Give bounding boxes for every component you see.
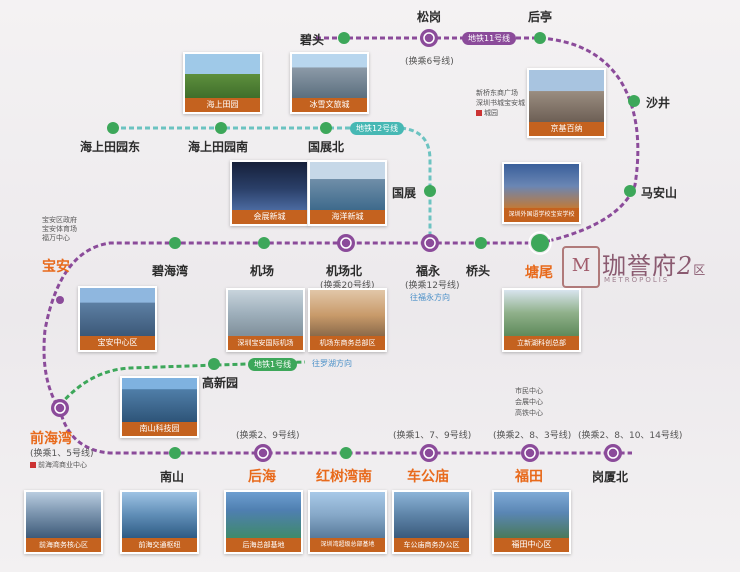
station-marker-guozhan bbox=[424, 185, 436, 197]
transfer-note-chegongmiao: (换乘1、7、9号线) bbox=[393, 431, 472, 441]
station-marker-jichangbei-transfer bbox=[337, 234, 355, 252]
transfer-note-gangxiabei: (换乘2、8、10、14号线) bbox=[578, 431, 683, 441]
station-label-guozhanbei: 国展北 bbox=[308, 140, 345, 154]
station-label-qianhaiwan: 前海湾 bbox=[30, 431, 72, 447]
station-label-haishangtianyuandong: 海上田园东 bbox=[80, 140, 141, 154]
line-1-path bbox=[58, 360, 306, 406]
station-marker-qiaotou bbox=[475, 237, 487, 249]
photo-haiyang-xincheng: 海洋新城 bbox=[308, 160, 387, 226]
station-label-tangwei: 塘尾 bbox=[525, 265, 553, 281]
logo-mark-icon: M bbox=[562, 246, 600, 288]
photo-lixin-hu: 立新湖科创总部 bbox=[502, 288, 581, 352]
station-label-jichang: 机场 bbox=[250, 264, 275, 278]
photo-jingji-baihuo: 京基百纳 bbox=[527, 68, 606, 138]
station-label-houhai: 后海 bbox=[248, 469, 276, 485]
photo-qianhai-hexin: 前海商务核心区 bbox=[24, 490, 103, 554]
station-label-baoan: 宝安 bbox=[42, 259, 70, 275]
station-marker-nanshan bbox=[169, 447, 181, 459]
poi-notes-futian: 市民中心会展中心高铁中心 bbox=[515, 387, 543, 417]
poi-note-qianhaiwan: 前海湾商业中心 bbox=[30, 460, 87, 470]
line-tag-11: 地铁11号线 bbox=[462, 32, 517, 45]
station-label-gangxiabei: 岗厦北 bbox=[592, 470, 629, 484]
station-marker-maanshan bbox=[624, 185, 636, 197]
line-tag-1: 地铁1号线 bbox=[248, 358, 298, 371]
station-label-shajing: 沙井 bbox=[646, 96, 671, 110]
station-marker-bitou bbox=[338, 32, 350, 44]
station-label-nanshan: 南山 bbox=[160, 470, 185, 484]
station-marker-haishangtianyuandong bbox=[107, 122, 119, 134]
logo-name: 珈誉府2区 bbox=[602, 252, 707, 280]
transfer-note-qianhaiwan: (换乘1、5号线) bbox=[30, 449, 94, 459]
station-marker-jichang bbox=[258, 237, 270, 249]
station-label-haishangtianyuannan: 海上田园南 bbox=[188, 140, 249, 154]
station-label-hongshuwannan: 红树湾南 bbox=[316, 469, 372, 485]
station-label-futian: 福田 bbox=[515, 469, 543, 485]
logo-sub: METROPOLIS bbox=[604, 276, 670, 284]
station-label-jichangbei: 机场北 bbox=[326, 264, 363, 278]
station-marker-guozhanbei bbox=[320, 122, 332, 134]
poi-notes-baoan: 宝安区政府宝安体育场福万中心 bbox=[42, 216, 77, 242]
transfer-note-futian: (换乘2、8、3号线) bbox=[493, 431, 572, 441]
station-label-houting: 后亭 bbox=[528, 10, 553, 24]
station-label-maanshan: 马安山 bbox=[641, 186, 678, 200]
transfer-note-houhai: (换乘2、9号线) bbox=[236, 431, 300, 441]
photo-huizhan-xincheng: 会展新城 bbox=[230, 160, 309, 226]
photo-houhai-zongbu: 后海总部基地 bbox=[224, 490, 303, 554]
station-marker-futian-transfer bbox=[521, 444, 539, 462]
development-logo: M 珈誉府2区 METROPOLIS bbox=[562, 244, 722, 288]
station-marker-shajing bbox=[628, 95, 640, 107]
direction-line12: 往福永方向 bbox=[410, 293, 450, 302]
station-marker-baoan bbox=[56, 296, 64, 304]
station-marker-bihaiwan bbox=[169, 237, 181, 249]
station-label-bihaiwan: 碧海湾 bbox=[152, 264, 189, 278]
photo-hongshuwan-zongbu: 深圳湾超级总部基地 bbox=[308, 490, 387, 554]
station-marker-houting bbox=[534, 32, 546, 44]
station-label-chegongmiao: 车公庙 bbox=[407, 469, 449, 485]
station-marker-fuyong-transfer bbox=[421, 234, 439, 252]
station-label-qiaotou: 桥头 bbox=[466, 264, 491, 278]
station-label-songgang: 松岗 bbox=[417, 10, 442, 24]
photo-jichang-dongshangwu: 机场东商务总部区 bbox=[308, 288, 387, 352]
station-label-fuyong: 福永 bbox=[416, 264, 441, 278]
line-12-path bbox=[113, 126, 432, 243]
station-marker-hongshuwannan bbox=[340, 447, 352, 459]
station-label-bitou: 碧头 bbox=[300, 33, 325, 47]
station-marker-qianhaiwan-transfer bbox=[51, 399, 69, 417]
station-marker-tangwei bbox=[528, 231, 552, 255]
photo-haishang-tianyuan: 海上田园 bbox=[183, 52, 262, 114]
station-marker-gaoxinyuan bbox=[208, 358, 220, 370]
station-label-gaoxinyuan: 高新园 bbox=[202, 376, 239, 390]
station-marker-haishangtianyuannan bbox=[215, 122, 227, 134]
station-marker-chegongmiao-transfer bbox=[420, 444, 438, 462]
photo-bingxue: 冰雪文旅城 bbox=[290, 52, 369, 114]
photo-baoan-zhongxin: 宝安中心区 bbox=[78, 286, 157, 352]
station-marker-songgang-transfer bbox=[420, 29, 438, 47]
transfer-note-fuyong: (换乘12号线) bbox=[405, 281, 460, 291]
photo-jichang: 深圳宝安国际机场 bbox=[226, 288, 305, 352]
transfer-note-jichangbei: (换乘20号线) bbox=[320, 281, 375, 291]
poi-notes-shajing: 新桥东商广场深圳书城宝安城城园 bbox=[476, 89, 525, 117]
station-marker-houhai-transfer bbox=[254, 444, 272, 462]
photo-qianhai-jiaotong: 前海交通枢纽 bbox=[120, 490, 199, 554]
photo-waiguoyu: 深圳外国语学校宝安学校 bbox=[502, 162, 581, 224]
direction-line1: 往罗湖方向 bbox=[312, 359, 352, 368]
photo-chegongmiao-shangwu: 车公庙商务办公区 bbox=[392, 490, 471, 554]
photo-nanshan-keji: 南山科技园 bbox=[120, 376, 199, 438]
line-tag-12: 地铁12号线 bbox=[350, 122, 405, 135]
station-marker-gangxiabei-transfer bbox=[604, 444, 622, 462]
station-label-guozhan: 国展 bbox=[392, 186, 417, 200]
photo-futian-zhongxin: 福田中心区 bbox=[492, 490, 571, 554]
transfer-note-songgang: (换乘6号线) bbox=[405, 57, 454, 67]
